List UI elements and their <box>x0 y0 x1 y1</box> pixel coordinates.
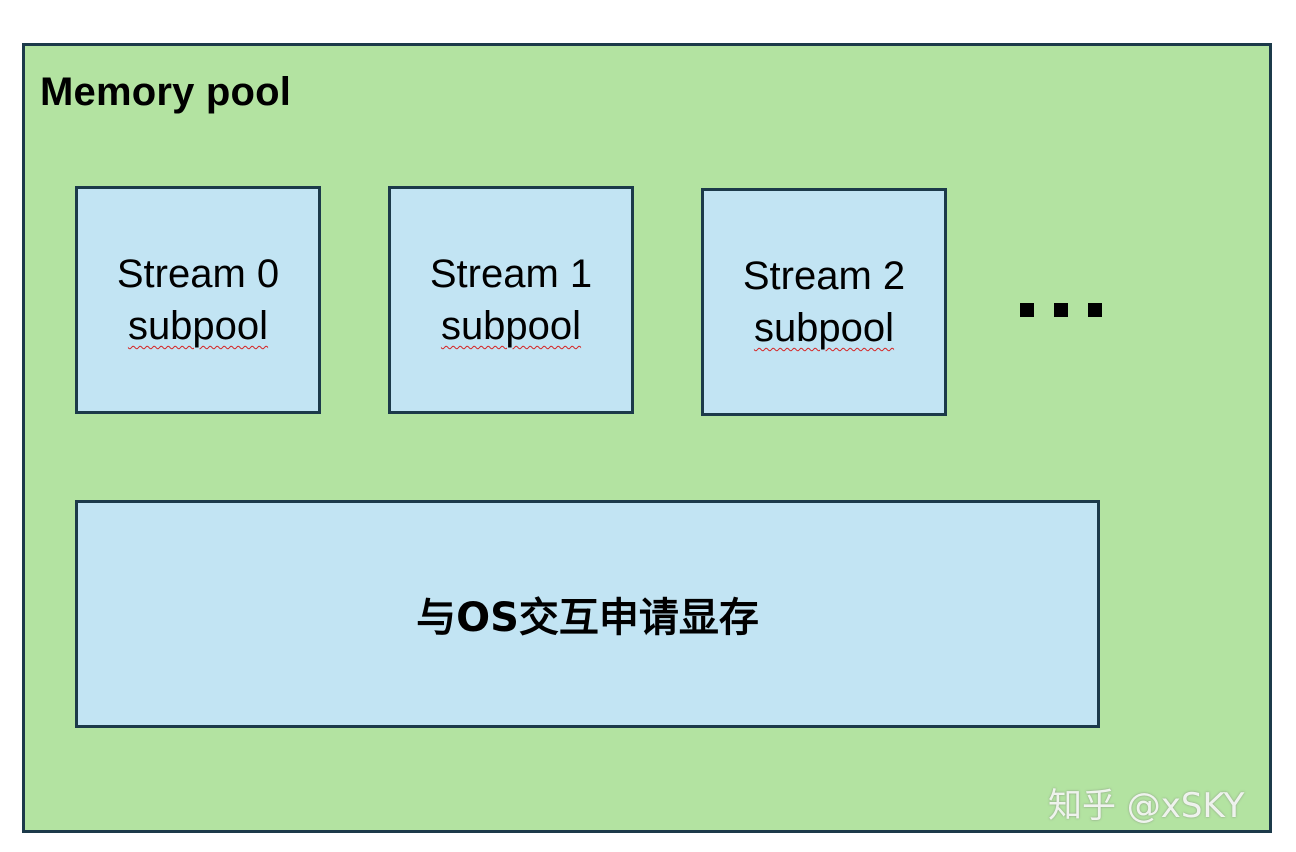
ellipsis-dots-icon <box>1020 303 1102 317</box>
os-allocation-box: 与OS交互申请显存 <box>75 500 1100 728</box>
memory-pool-title: Memory pool <box>40 70 292 114</box>
stream-2-subpool-box: Stream 2 subpool <box>701 188 947 416</box>
subpool-stream-label: Stream 2 <box>742 254 906 298</box>
subpool-stream-label: Stream 1 <box>429 252 593 296</box>
more-subpools-ellipsis <box>1020 266 1102 335</box>
subpool-word: subpool <box>127 304 269 348</box>
os-allocation-label: 与OS交互申请显存 <box>416 595 759 641</box>
subpool-stream-label: Stream 0 <box>116 252 280 296</box>
stream-0-subpool-box: Stream 0 subpool <box>75 186 321 414</box>
stream-1-subpool-box: Stream 1 subpool <box>388 186 634 414</box>
subpool-word: subpool <box>440 304 582 348</box>
source-watermark: 知乎 @xSKY <box>1048 786 1245 826</box>
subpool-word: subpool <box>753 306 895 350</box>
